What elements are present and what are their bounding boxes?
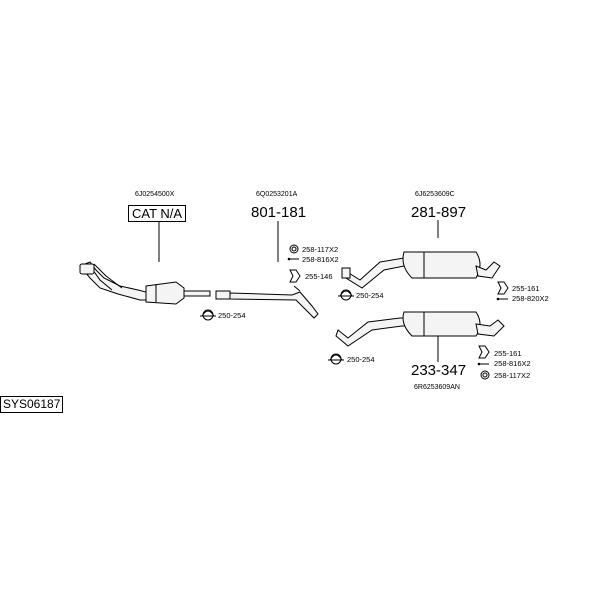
ring-icon-258-117-a	[289, 244, 299, 254]
fitting-label-250-254-b: 250-254	[356, 291, 384, 300]
front-pipe	[215, 285, 319, 319]
bolt-icon-258-816-b	[477, 362, 489, 366]
front-pipe-clamp	[215, 290, 231, 300]
fitting-label-258-820: 258-820X2	[512, 294, 549, 303]
cat-body	[145, 281, 185, 305]
rear-silencer-lower	[335, 311, 505, 347]
clamp-icon-250-254-b	[338, 289, 354, 301]
oem-label-cat: 6J0254500X	[135, 191, 175, 198]
oem-label-lower-silencer: 6R6253609AN	[414, 384, 460, 391]
part-number-lower-silencer: 233-347	[411, 362, 467, 379]
diagram-code: SYS06187	[0, 396, 64, 413]
fitting-label-258-816-a: 258-816X2	[302, 255, 339, 264]
bolt-icon-258-816-a	[287, 257, 299, 261]
part-number-upper-silencer: 281-897	[411, 204, 467, 221]
hanger-icon-255-161-b	[478, 345, 490, 359]
hanger-icon-255-146	[289, 269, 301, 283]
bolt-icon-258-820	[496, 297, 508, 301]
lower-silencer-body	[402, 311, 481, 337]
upper-inlet	[341, 267, 351, 279]
fitting-label-255-146: 255-146	[305, 272, 333, 281]
ring-icon-258-117-b	[480, 370, 490, 380]
catalytic-converter	[79, 261, 211, 305]
cat-outlet	[183, 290, 211, 297]
fitting-label-258-117-b: 258-117X2	[494, 371, 531, 380]
clamp-icon-250-254-a	[200, 309, 216, 321]
rear-silencer-upper	[341, 251, 501, 289]
lower-tailpipe	[475, 319, 505, 337]
clamp-icon-250-254-c	[328, 353, 344, 365]
part-number-front-pipe: 801-181	[251, 204, 307, 221]
fitting-label-255-161-a: 255-161	[512, 284, 540, 293]
part-number-cat: CAT N/A	[128, 205, 187, 222]
oem-label-upper-silencer: 6J6253609C	[415, 191, 455, 198]
fitting-label-250-254-a: 250-254	[218, 311, 246, 320]
fitting-label-258-816-b: 258-816X2	[494, 359, 531, 368]
fitting-label-255-161-b: 255-161	[494, 349, 522, 358]
fitting-label-258-117-a: 258-117X2	[302, 245, 339, 254]
cat-flange	[79, 263, 95, 275]
hanger-icon-255-161-a	[497, 281, 509, 295]
upper-tailpipe	[475, 261, 501, 279]
fitting-label-250-254-c: 250-254	[347, 355, 375, 364]
oem-label-front-pipe: 6Q0253201A	[256, 191, 298, 198]
upper-silencer-body	[402, 251, 481, 279]
